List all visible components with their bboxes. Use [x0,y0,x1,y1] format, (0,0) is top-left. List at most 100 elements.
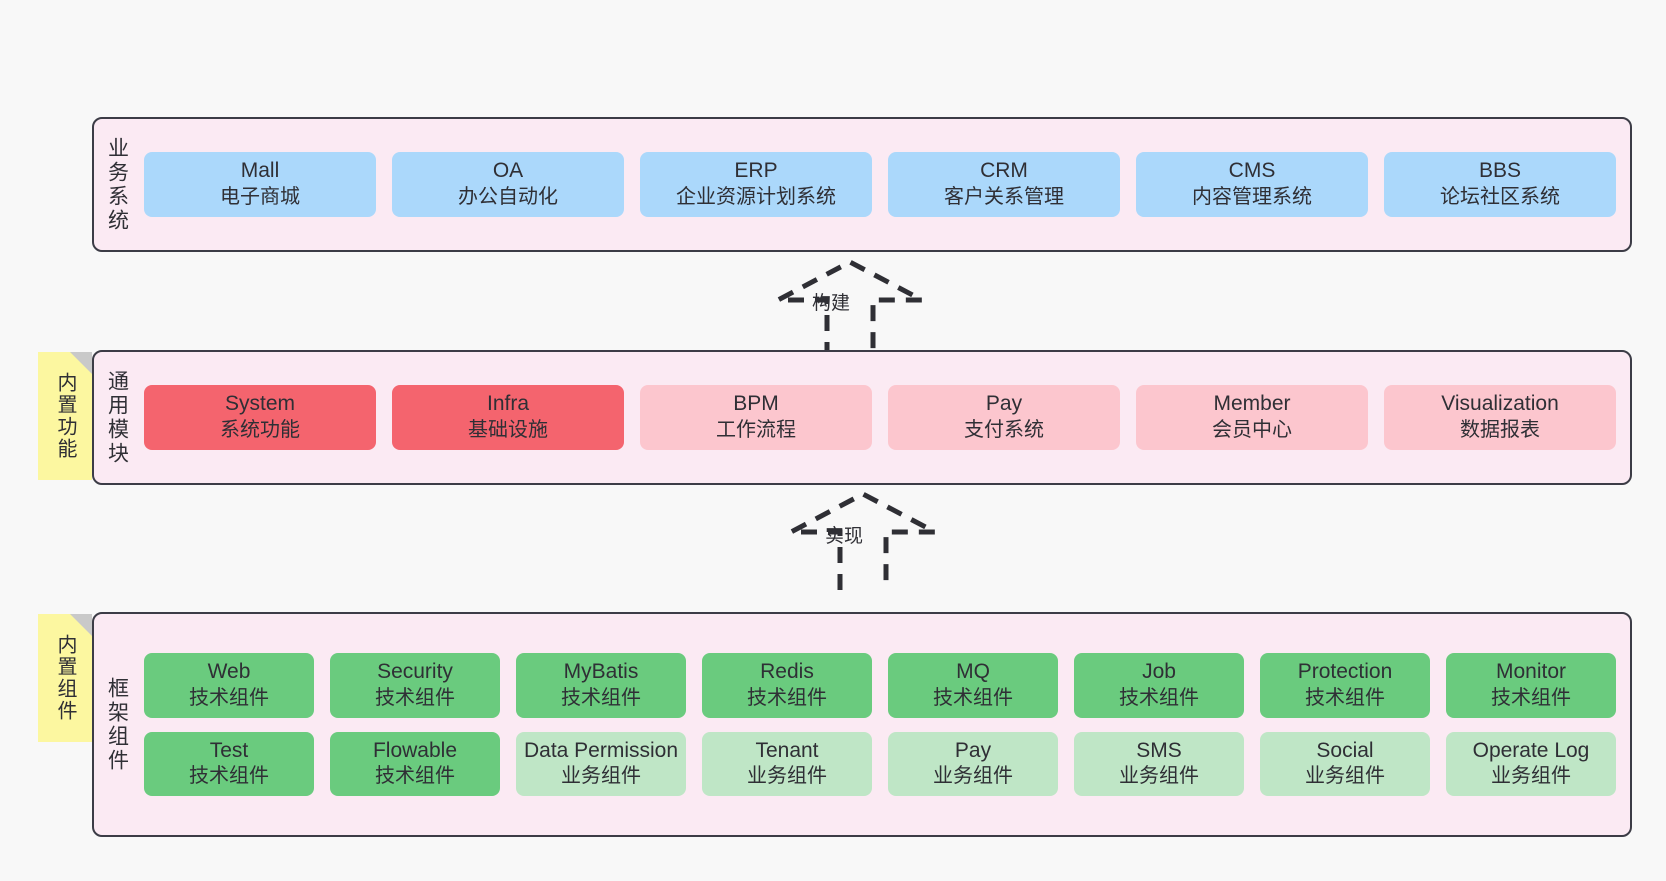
sticky-fold-corner [70,352,92,374]
node-common-visualization[interactable]: Visualization 数据报表 [1384,385,1616,450]
node-subtitle: 技术组件 [747,686,827,709]
node-title: Pay [985,392,1023,416]
node-framework-sms[interactable]: SMS 业务组件 [1074,731,1244,796]
node-title: OA [492,159,524,183]
node-subtitle: 电子商城 [220,186,300,209]
node-title: Security [377,660,453,684]
node-title: CMS [1228,159,1276,183]
node-title: Test [209,738,249,762]
node-subtitle: 数据报表 [1460,419,1540,442]
node-subtitle: 技术组件 [933,686,1013,709]
node-framework-pay[interactable]: Pay 业务组件 [888,731,1058,796]
sticky-fold-corner [70,614,92,636]
node-subtitle: 业务组件 [933,765,1013,788]
node-subtitle: 技术组件 [375,765,455,788]
node-framework-data-permission[interactable]: Data Permission 业务组件 [516,731,686,796]
node-subtitle: 业务组件 [1119,765,1199,788]
node-title: Job [1142,660,1176,684]
node-business-mall[interactable]: Mall 电子商城 [144,152,376,217]
node-subtitle: 业务组件 [747,765,827,788]
node-common-system[interactable]: System 系统功能 [144,385,376,450]
node-subtitle: 基础设施 [468,419,548,442]
node-subtitle: 业务组件 [1491,765,1571,788]
node-subtitle: 技术组件 [1305,686,1385,709]
node-subtitle: 技术组件 [1119,686,1199,709]
node-business-erp[interactable]: ERP 企业资源计划系统 [640,152,872,217]
node-title: Protection [1297,660,1393,684]
node-subtitle: 客户关系管理 [944,186,1064,209]
node-subtitle: 工作流程 [716,419,796,442]
node-title: Web [207,660,251,684]
layer-common-title: 通用模块 [105,369,129,466]
node-title: System [224,392,295,416]
node-subtitle: 会员中心 [1212,419,1292,442]
layer-framework-title: 框架组件 [105,676,129,773]
node-title: Pay [954,738,992,762]
sticky-note-builtin-function: 内置功能 [38,352,92,480]
layer-business-title: 业务系统 [105,136,129,233]
node-subtitle: 内容管理系统 [1192,186,1312,209]
node-subtitle: 办公自动化 [458,186,558,209]
node-common-member[interactable]: Member 会员中心 [1136,385,1368,450]
node-subtitle: 企业资源计划系统 [676,186,836,209]
node-subtitle: 技术组件 [189,765,269,788]
node-title: MyBatis [563,660,639,684]
node-title: Redis [760,660,814,684]
node-subtitle: 技术组件 [561,686,641,709]
node-common-infra[interactable]: Infra 基础设施 [392,385,624,450]
node-business-cms[interactable]: CMS 内容管理系统 [1136,152,1368,217]
node-title: Monitor [1495,660,1567,684]
node-title: Flowable [372,738,458,762]
node-common-bpm[interactable]: BPM 工作流程 [640,385,872,450]
node-framework-flowable[interactable]: Flowable 技术组件 [330,731,500,796]
node-title: Data Permission [523,738,679,762]
node-title: Visualization [1441,392,1559,416]
node-title: Infra [486,392,530,416]
node-title: Social [1316,738,1374,762]
node-subtitle: 技术组件 [375,686,455,709]
connector-build-label: 构建 [812,293,851,314]
node-subtitle: 论坛社区系统 [1440,186,1560,209]
node-business-oa[interactable]: OA 办公自动化 [392,152,624,217]
node-title: Mall [240,159,280,183]
node-subtitle: 系统功能 [220,419,300,442]
sticky-note-builtin-function-label: 内置功能 [54,372,76,460]
node-title: Member [1213,392,1291,416]
sticky-note-builtin-component-label: 内置组件 [54,634,76,722]
node-title: ERP [734,159,778,183]
node-title: BPM [733,392,779,416]
node-subtitle: 技术组件 [1491,686,1571,709]
connector-implement-label: 实现 [825,526,864,547]
node-subtitle: 技术组件 [189,686,269,709]
node-subtitle: 业务组件 [561,765,641,788]
sticky-note-builtin-component: 内置组件 [38,614,92,742]
node-title: SMS [1136,738,1182,762]
node-title: MQ [956,660,990,684]
node-framework-test[interactable]: Test 技术组件 [144,731,314,796]
